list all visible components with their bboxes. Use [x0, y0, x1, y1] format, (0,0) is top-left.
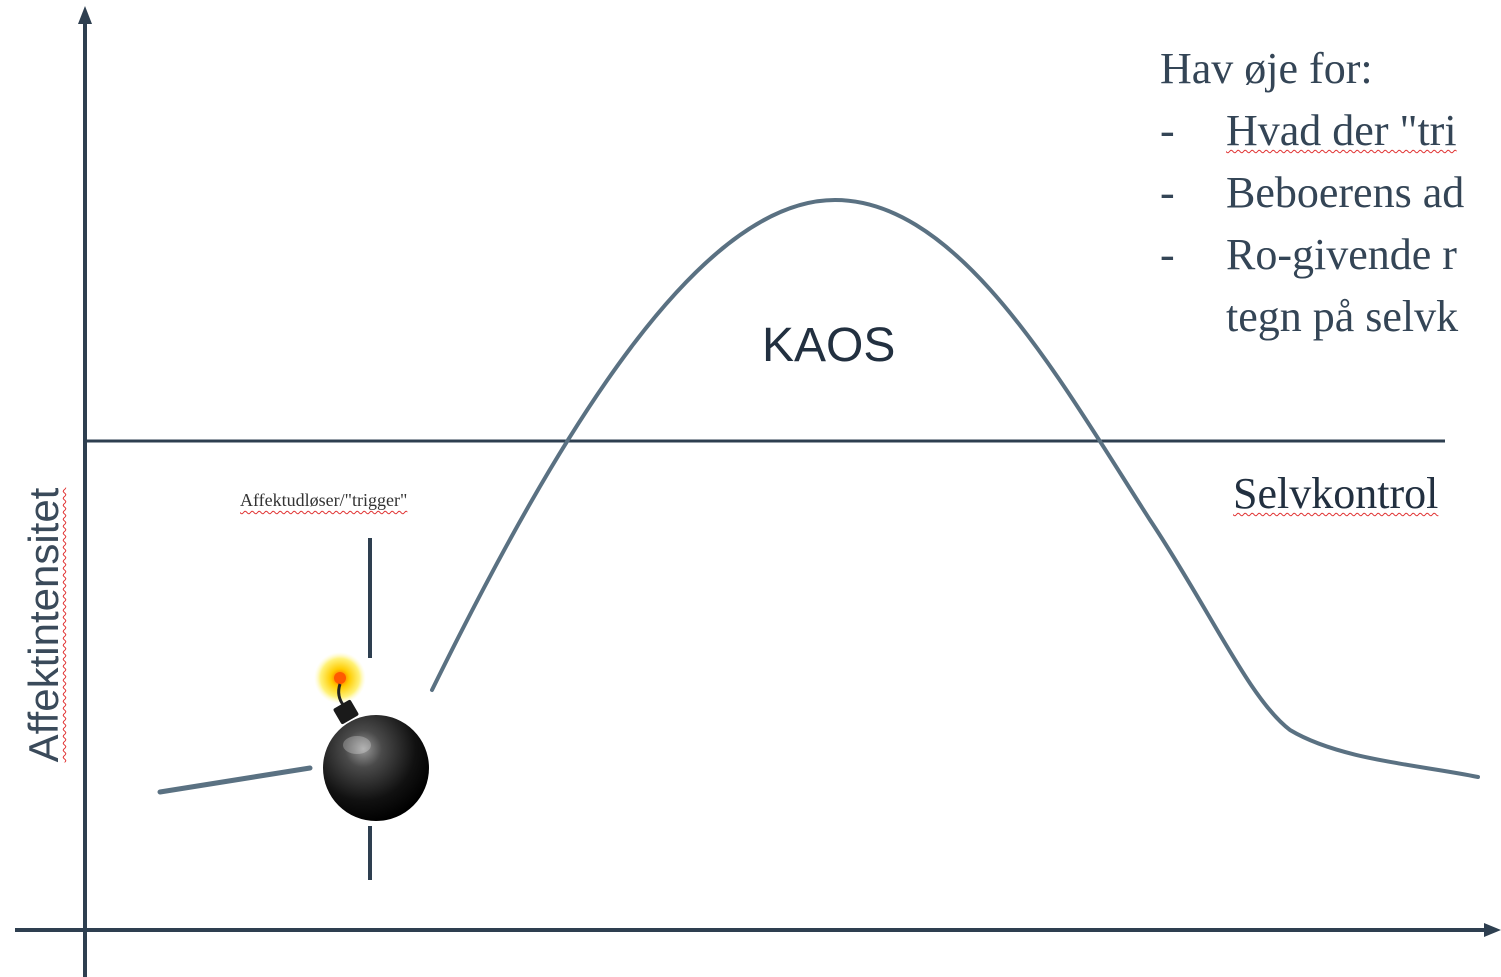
- affect-curve: [430, 197, 1480, 779]
- notes-heading-text: Hav øje for:: [1160, 44, 1373, 93]
- bullet-text-continued: tegn på selvk: [1226, 292, 1459, 341]
- notes-bullet: - Beboerens ad: [1160, 162, 1501, 224]
- x-axis: [15, 923, 1501, 937]
- bullet-text: Beboerens ad: [1226, 168, 1465, 217]
- bullet-text: Hvad der "tri: [1226, 106, 1457, 155]
- selvkontrol-zone-label: Selvkontrol: [1233, 469, 1439, 518]
- baseline-curve-segment: [157, 765, 313, 795]
- y-axis-label: Affektintensitet: [20, 487, 67, 763]
- bullet-text: Ro-givende r: [1226, 230, 1457, 279]
- kaos-zone-label: KAOS: [762, 319, 896, 372]
- notes-continuation: tegn på selvk: [1160, 286, 1501, 348]
- notes-bullet: - Hvad der "tri: [1160, 100, 1501, 162]
- notes-heading: Hav øje for:: [1160, 38, 1501, 100]
- bomb-icon: [314, 652, 429, 821]
- bullet-dash: -: [1160, 106, 1175, 155]
- bullet-dash: -: [1160, 168, 1175, 217]
- bullet-dash: -: [1160, 230, 1175, 279]
- y-axis: [78, 6, 92, 977]
- trigger-label: Affektudløser/"trigger": [240, 490, 408, 510]
- notes-bullet: - Ro-givende r: [1160, 224, 1501, 286]
- notes-box: Hav øje for: - Hvad der "tri - Beboerens a…: [1160, 38, 1501, 348]
